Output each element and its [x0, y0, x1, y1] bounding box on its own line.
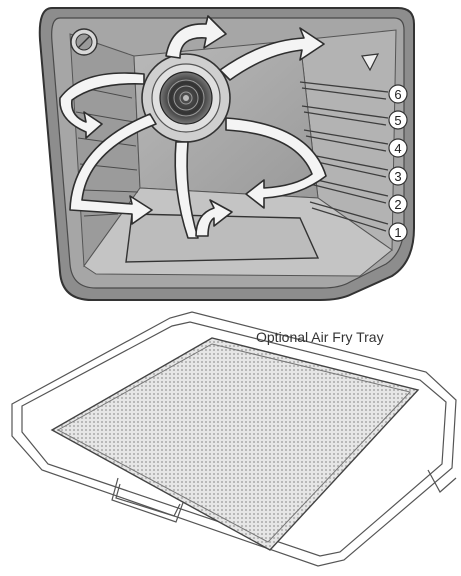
- rack-position-4-label: 4: [394, 141, 401, 156]
- rack-position-2: 2: [389, 195, 407, 213]
- oven-light: [71, 29, 97, 55]
- rack-position-5-label: 5: [394, 113, 401, 128]
- rack-position-1: 1: [389, 223, 407, 241]
- rack-position-6: 6: [389, 85, 407, 103]
- tray-caption: Optional Air Fry Tray: [256, 329, 384, 345]
- rack-position-3: 3: [389, 167, 407, 185]
- floor-recess: [126, 214, 318, 262]
- rack-position-4: 4: [389, 139, 407, 157]
- rack-position-3-label: 3: [394, 169, 401, 184]
- rack-position-2-label: 2: [394, 197, 401, 212]
- rack-position-1-label: 1: [394, 225, 401, 240]
- convection-fan: [142, 54, 230, 142]
- rack-position-5: 5: [389, 111, 407, 129]
- air-fry-tray: Optional Air Fry Tray: [12, 312, 456, 566]
- tray-mesh: [52, 338, 418, 550]
- rack-position-6-label: 6: [394, 87, 401, 102]
